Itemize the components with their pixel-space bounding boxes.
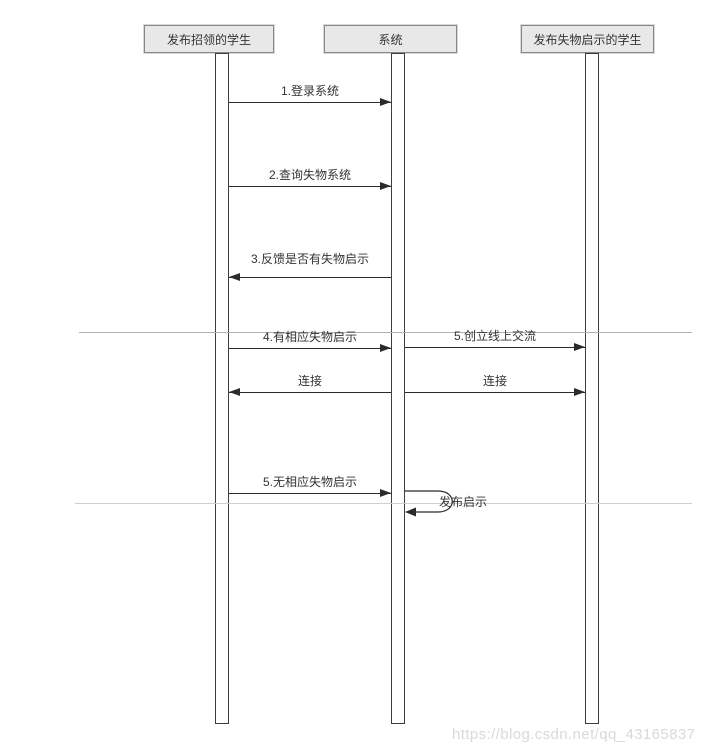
arrow-right-icon xyxy=(229,98,391,106)
arrow-right-icon xyxy=(405,388,585,396)
actor-box-system: 系统 xyxy=(324,25,457,53)
arrow-left-icon xyxy=(229,388,391,396)
watermark-url: https://blog.csdn.net/qq_43165837 xyxy=(452,726,696,743)
message-label: 4.有相应失物启示 xyxy=(262,330,357,344)
message-query-lost-items: 2.查询失物系统 xyxy=(229,168,391,190)
message-has-matching-notice: 4.有相应失物启示 xyxy=(229,330,391,352)
arrow-right-icon xyxy=(229,489,391,497)
message-connect-left: 连接 xyxy=(229,374,391,396)
actor-box-lost-item-student: 发布失物启示的学生 xyxy=(521,25,654,53)
message-create-online-chat: 5.创立线上交流 xyxy=(405,329,585,351)
lifeline-lost-item-student xyxy=(585,53,599,724)
message-login-system: 1.登录系统 xyxy=(229,84,391,106)
message-label: 1.登录系统 xyxy=(280,84,339,98)
self-message-loop-icon xyxy=(405,490,453,517)
message-label: 连接 xyxy=(297,374,322,388)
message-label: 2.查询失物系统 xyxy=(268,168,351,182)
message-no-matching-notice: 5.无相应失物启示 xyxy=(229,475,391,497)
message-label: 连接 xyxy=(482,374,507,388)
arrow-right-icon xyxy=(229,182,391,190)
message-label: 5.创立线上交流 xyxy=(453,329,536,343)
message-label: 3.反馈是否有失物启示 xyxy=(250,252,369,266)
message-feedback-notice: 3.反馈是否有失物启示 xyxy=(229,252,391,281)
lifeline-system xyxy=(391,53,405,724)
arrow-right-icon xyxy=(229,344,391,352)
message-label: 5.无相应失物启示 xyxy=(262,475,357,489)
message-connect-right: 连接 xyxy=(405,374,585,396)
arrow-left-icon xyxy=(229,273,391,281)
self-message-label: 发布启示 xyxy=(438,495,487,509)
arrow-right-icon xyxy=(405,343,585,351)
actor-box-found-item-student: 发布招领的学生 xyxy=(144,25,274,53)
separator-line-bottom xyxy=(75,503,692,504)
separator-line-top xyxy=(79,332,692,333)
lifeline-found-item-student xyxy=(215,53,229,724)
